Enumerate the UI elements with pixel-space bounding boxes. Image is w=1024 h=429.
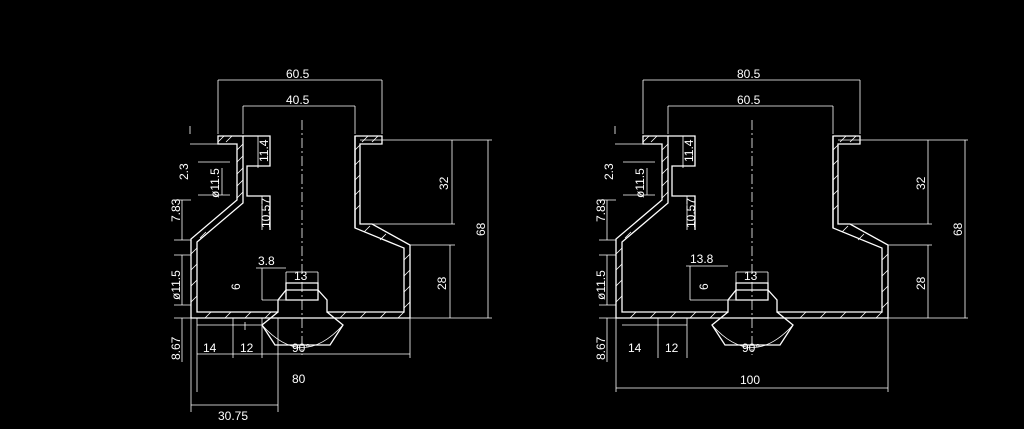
left-dim-overall-width: 80 (292, 372, 306, 386)
right-dim-right-lower: 28 (914, 276, 928, 290)
profile-left-hatching (190, 135, 411, 319)
right-dim-right-upper: 32 (914, 176, 928, 190)
left-dim-top-outer: 60.5 (286, 67, 310, 81)
left-dim-angle: 90° (292, 341, 310, 355)
right-dim-left-step: 2.3 (602, 163, 616, 180)
left-dim-top-inner: 40.5 (286, 93, 310, 107)
profile-right: 80.5 60.5 11.4 ø11.5 10.57 2.3 7.83 ø11.… (594, 67, 968, 392)
right-dim-top-inner: 60.5 (737, 93, 761, 107)
left-dim-left-mid: 7.83 (169, 198, 183, 222)
left-dim-bottom-b: 12 (240, 341, 254, 355)
right-dim-slot-height: 11.4 (682, 139, 696, 162)
profile-right-groove (711, 282, 794, 346)
right-dim-small-height: 6 (697, 283, 711, 290)
profile-left-groove (261, 282, 344, 346)
right-dim-small-step: 13.8 (690, 252, 714, 266)
left-dim-right-lower: 28 (435, 276, 449, 290)
profile-left-outer-contour (190, 135, 411, 319)
left-dim-groove-width: 13 (294, 269, 308, 283)
right-dim-bottom-b: 12 (665, 341, 679, 355)
right-dim-bottom-a: 14 (628, 341, 642, 355)
left-dim-offset-width: 30.75 (218, 409, 248, 423)
left-dim-slot-height: 11.4 (257, 139, 271, 162)
right-dim-left-mid: 7.83 (594, 198, 608, 222)
left-dim-left-bottom: 8.67 (169, 336, 183, 360)
right-dim-right-total: 68 (951, 222, 965, 236)
right-dim-slot-low: 10.57 (684, 198, 698, 228)
right-dim-top-outer: 80.5 (737, 67, 761, 81)
right-dim-groove-width: 13 (744, 269, 758, 283)
right-dim-slot-dia: ø11.5 (633, 168, 647, 198)
left-dim-right-total: 68 (474, 222, 488, 236)
left-dim-small-height: 6 (229, 283, 243, 290)
left-dim-left-step: 2.3 (177, 163, 191, 180)
left-dim-slot-dia: ø11.5 (208, 168, 222, 198)
left-dim-slot-low: 10.57 (259, 198, 273, 228)
left-dim-left-dia: ø11.5 (169, 270, 183, 300)
profile-left-inner-slot (243, 135, 356, 230)
profile-left: 60.5 40.5 11.4 ø11.5 10.57 2.3 7.83 ø11.… (169, 67, 492, 423)
left-dim-small-step: 3.8 (258, 254, 275, 268)
profile-right-hatching (615, 135, 889, 319)
right-dim-overall-width: 100 (740, 373, 760, 387)
right-dim-left-dia: ø11.5 (594, 270, 608, 300)
right-dim-left-bottom: 8.67 (594, 336, 608, 360)
right-dim-angle: 90° (742, 341, 760, 355)
profile-right-inner-slot (668, 135, 834, 230)
left-dim-bottom-a: 14 (203, 341, 217, 355)
profile-right-dimension-lines (599, 79, 968, 392)
profile-left-dimension-lines (174, 79, 492, 412)
left-dim-right-upper: 32 (437, 176, 451, 190)
